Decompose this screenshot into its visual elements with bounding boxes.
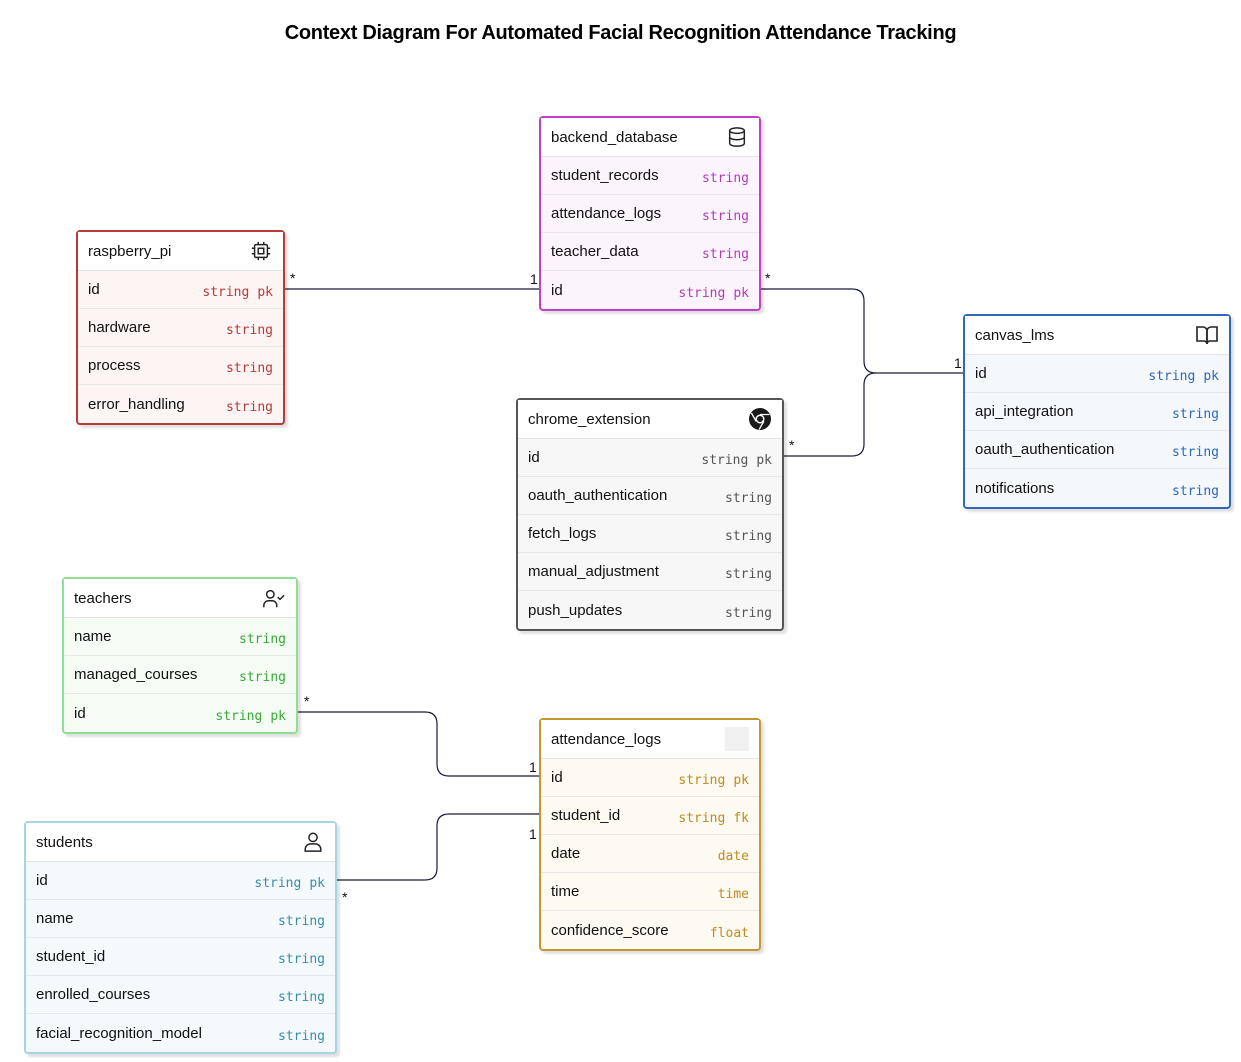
- field-row: confidence_score float: [551, 921, 749, 941]
- cardinality-label: *: [290, 270, 296, 286]
- field-row: name string: [26, 900, 335, 938]
- field-row: fetch_logs string: [518, 515, 782, 553]
- edge-chrome-canvas: [779, 372, 877, 457]
- user-icon: [301, 830, 325, 854]
- field-row: oauth_authentication string: [965, 431, 1229, 469]
- blank-icon: [725, 727, 749, 751]
- entity-backend-database[interactable]: backend_database student_records string …: [539, 116, 761, 311]
- field-row: student_records string: [541, 157, 759, 195]
- cardinality-label: 1: [529, 826, 537, 842]
- field-row: error_handling string: [88, 395, 273, 415]
- field-row: hardware string: [78, 309, 283, 347]
- cardinality-label: 1: [530, 271, 538, 287]
- cardinality-label: *: [342, 889, 348, 905]
- field-row: student_id string: [26, 938, 335, 976]
- field-row: push_updates string: [528, 601, 772, 621]
- cardinality-label: 1: [954, 355, 962, 371]
- diagram-title: Context Diagram For Automated Facial Rec…: [284, 22, 957, 44]
- field-row: manual_adjustment string: [518, 553, 782, 591]
- field-row: process string: [78, 347, 283, 385]
- cardinality-label: *: [765, 270, 771, 286]
- field-row: time time: [541, 873, 759, 911]
- entity-name: attendance_logs: [551, 730, 662, 748]
- field-row: facial_recognition_model string: [36, 1024, 325, 1044]
- entity-name: canvas_lms: [975, 326, 1055, 344]
- entity-name: students: [36, 833, 93, 851]
- entity-name: teachers: [74, 589, 132, 607]
- field-row: date date: [541, 835, 759, 873]
- entity-name: chrome_extension: [528, 410, 651, 428]
- edge-teachers-attendance: [294, 711, 545, 777]
- cardinality-label: 1: [529, 759, 537, 775]
- chrome-icon: [748, 407, 772, 431]
- entity-name: backend_database: [551, 128, 678, 146]
- field-row: name string: [64, 618, 296, 656]
- field-row: enrolled_courses string: [26, 976, 335, 1014]
- field-row: oauth_authentication string: [518, 477, 782, 515]
- user-check-icon: [262, 586, 286, 610]
- field-row: attendance_logs string: [541, 195, 759, 233]
- edge-students-attendance: [332, 813, 545, 881]
- cardinality-label: *: [304, 693, 310, 709]
- entity-name: raspberry_pi: [88, 242, 172, 260]
- book-icon: [1195, 323, 1219, 347]
- field-row: managed_courses string: [64, 656, 296, 694]
- field-row: api_integration string: [965, 393, 1229, 431]
- field-row: notifications string: [975, 479, 1219, 499]
- database-icon: [725, 125, 749, 149]
- entity-teachers[interactable]: teachers name string managed_courses str…: [62, 577, 298, 734]
- edge-backend-canvas: [755, 288, 968, 374]
- chip-icon: [249, 239, 273, 263]
- field-row: teacher_data string: [541, 233, 759, 271]
- cardinality-label: *: [789, 437, 795, 453]
